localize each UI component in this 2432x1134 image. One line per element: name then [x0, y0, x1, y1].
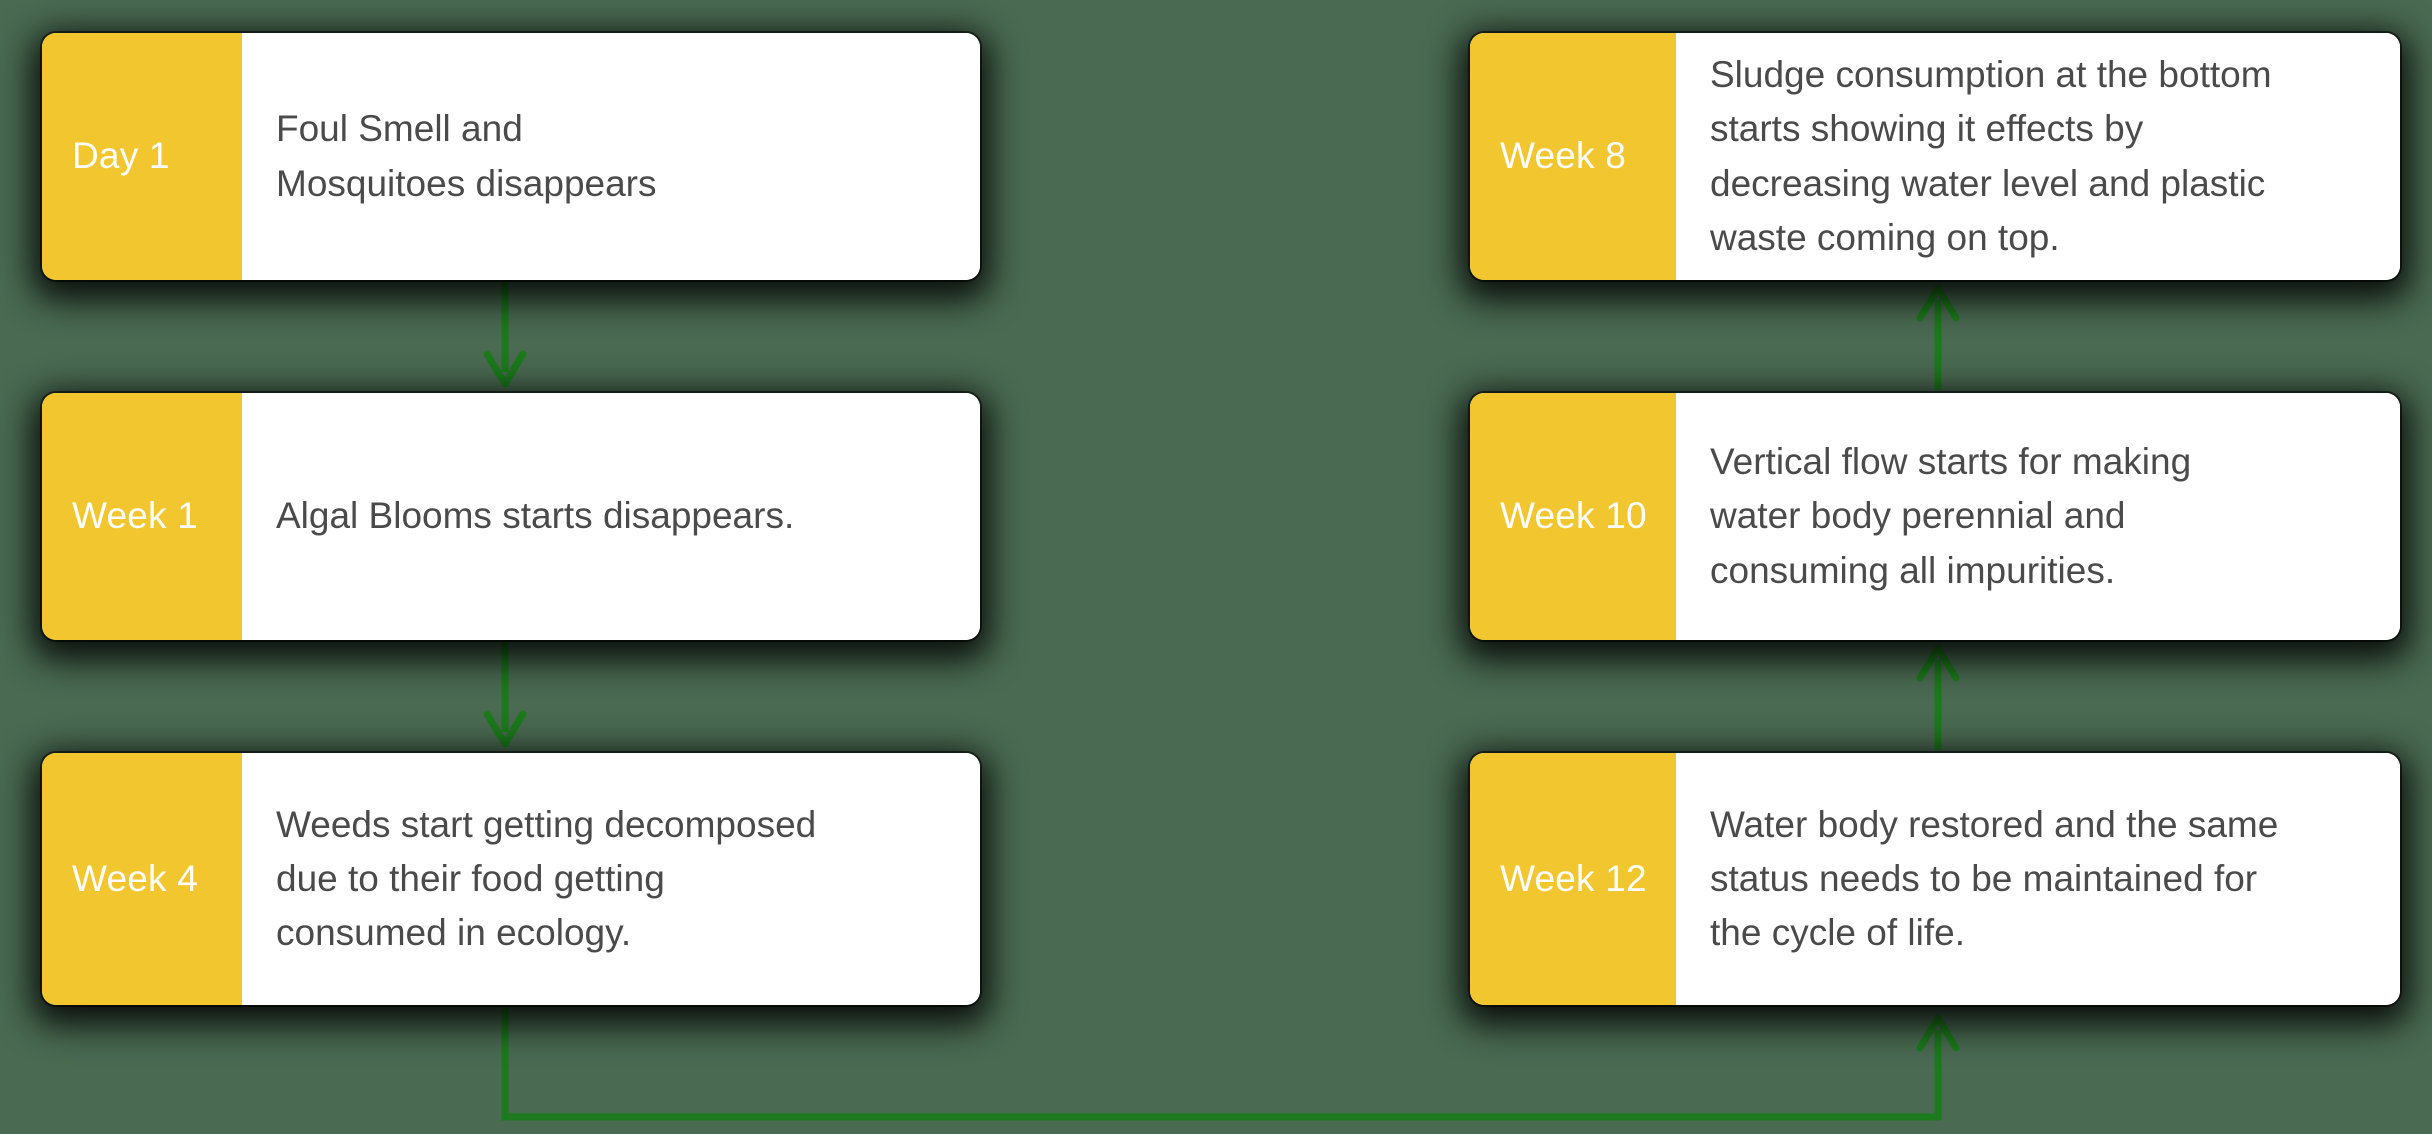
timeline-card-tab: Week 12 [1470, 753, 1676, 1005]
timeline-card-body-text: Algal Blooms starts disappears. [276, 495, 795, 537]
timeline-card-week-10[interactable]: Week 10 Vertical flow starts for making … [1470, 393, 2400, 640]
timeline-card-tab: Day 1 [42, 33, 242, 280]
timeline-card-tab-label: Week 8 [1500, 135, 1626, 177]
timeline-card-week-8[interactable]: Week 8 Sludge consumption at the bottom … [1470, 33, 2400, 280]
timeline-card-week-12[interactable]: Week 12 Water body restored and the same… [1470, 753, 2400, 1005]
timeline-card-tab-label: Week 12 [1500, 857, 1647, 899]
timeline-card-tab-label: Week 10 [1500, 495, 1647, 537]
timeline-card-tab: Week 4 [42, 753, 242, 1005]
timeline-card-body-text: Foul Smell and Mosquitoes disappears [276, 108, 657, 204]
timeline-card-tab: Week 1 [42, 393, 242, 640]
timeline-card-tab-label: Day 1 [72, 135, 170, 177]
connector-week4-to-week12 [501, 1008, 1960, 1121]
timeline-card-week-4[interactable]: Week 4 Weeds start getting decomposed du… [42, 753, 980, 1005]
timeline-card-body-text: Weeds start getting decomposed due to th… [276, 803, 817, 953]
timeline-card-body: Water body restored and the same status … [1676, 753, 2400, 1005]
connector-week1-to-week4 [483, 642, 527, 748]
connector-week10-to-week8 [1916, 284, 1960, 390]
timeline-card-tab-label: Week 4 [72, 857, 198, 899]
timeline-card-tab: Week 10 [1470, 393, 1676, 640]
timeline-card-body-text: Vertical flow starts for making water bo… [1710, 441, 2192, 591]
connector-day1-to-week1 [483, 282, 527, 388]
timeline-card-body: Vertical flow starts for making water bo… [1676, 393, 2400, 640]
timeline-card-day-1[interactable]: Day 1 Foul Smell and Mosquitoes disappea… [42, 33, 980, 280]
timeline-card-body: Sludge consumption at the bottom starts … [1676, 33, 2400, 280]
connector-week12-to-week10 [1916, 644, 1960, 750]
timeline-card-tab: Week 8 [1470, 33, 1676, 280]
timeline-card-body: Foul Smell and Mosquitoes disappears [242, 33, 980, 280]
timeline-card-body: Algal Blooms starts disappears. [242, 393, 980, 640]
timeline-card-body: Weeds start getting decomposed due to th… [242, 753, 980, 1005]
timeline-card-tab-label: Week 1 [72, 495, 198, 537]
timeline-card-week-1[interactable]: Week 1 Algal Blooms starts disappears. [42, 393, 980, 640]
timeline-card-body-text: Water body restored and the same status … [1710, 803, 2279, 953]
timeline-card-body-text: Sludge consumption at the bottom starts … [1710, 54, 2272, 258]
